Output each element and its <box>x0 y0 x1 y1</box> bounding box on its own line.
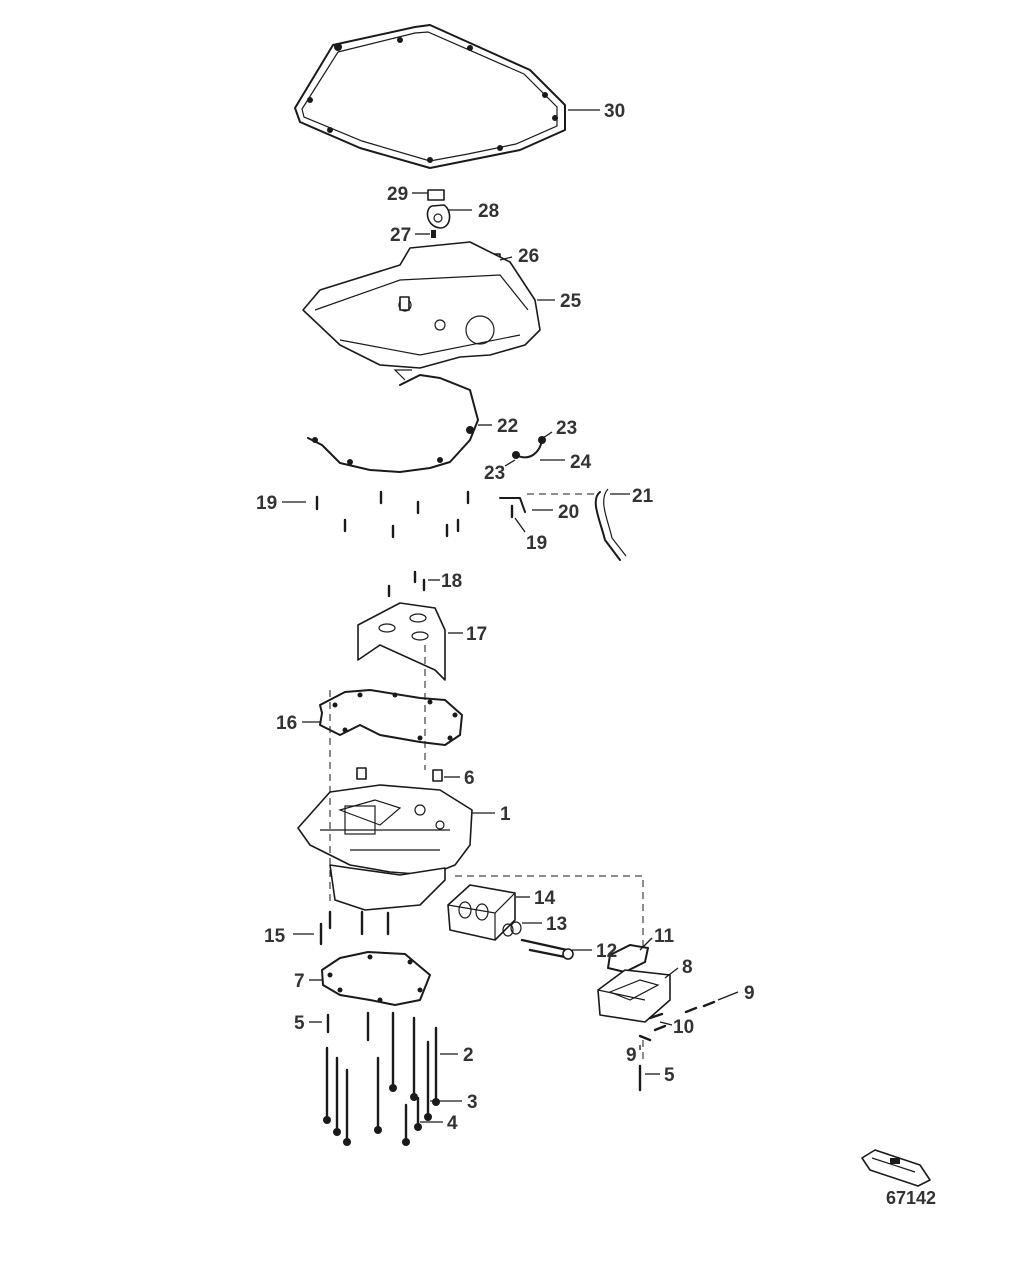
part-22-wiring-harness <box>307 369 479 473</box>
callout-19-left: 19 <box>256 493 277 514</box>
part-29-28-27-bracket <box>426 189 451 238</box>
callout-17: 17 <box>466 624 487 645</box>
part-18-screws <box>387 570 426 598</box>
alignment-lines <box>329 493 644 1062</box>
part-8-cover <box>597 969 671 1023</box>
callout-7: 7 <box>294 971 305 992</box>
part-19-screws <box>315 490 514 539</box>
part-14-block <box>447 884 516 941</box>
part-9-10-screws <box>638 1000 716 1042</box>
part-17-shield <box>357 602 446 681</box>
figure-number: 67142 <box>886 1188 936 1208</box>
callout-28: 28 <box>478 201 499 222</box>
part-15-bolts <box>319 910 390 946</box>
callout-27: 27 <box>390 225 411 246</box>
callout-15: 15 <box>264 926 286 947</box>
callout-labels: 30 29 28 27 26 25 22 23 23 24 21 20 19 1… <box>256 101 936 1208</box>
callout-10: 10 <box>673 1017 694 1038</box>
callout-14: 14 <box>534 888 556 909</box>
callout-8: 8 <box>682 957 693 978</box>
callout-11: 11 <box>654 926 675 947</box>
callout-29: 29 <box>387 184 408 205</box>
callout-16: 16 <box>276 713 297 734</box>
part-16-gasket <box>319 689 463 746</box>
callout-1: 1 <box>500 804 511 825</box>
callout-3: 3 <box>467 1092 478 1113</box>
callout-18: 18 <box>441 571 462 592</box>
callout-9-right: 9 <box>744 983 755 1004</box>
callout-19-right: 19 <box>526 533 547 554</box>
part-6-dowels <box>356 767 443 782</box>
part-2-3-4-5-bolts <box>323 1011 642 1146</box>
callout-13: 13 <box>546 914 567 935</box>
callout-6: 6 <box>464 768 475 789</box>
callout-25: 25 <box>560 291 582 312</box>
part-7-gasket <box>321 951 431 1006</box>
callout-21: 21 <box>632 486 654 507</box>
part-25-electrical-plate <box>302 241 541 369</box>
callout-5-left: 5 <box>294 1013 305 1034</box>
callout-23-top: 23 <box>556 418 577 439</box>
part-21-hose <box>594 488 627 561</box>
callout-20: 20 <box>558 502 579 523</box>
part-1-adapter-plate <box>297 784 473 911</box>
part-30-cover-seal <box>294 24 566 169</box>
callout-26: 26 <box>518 246 539 267</box>
boat-orientation-icon <box>861 1149 931 1187</box>
callout-30: 30 <box>604 101 625 122</box>
callout-12: 12 <box>596 941 617 962</box>
callout-9-left: 9 <box>626 1045 637 1066</box>
callout-5-right: 5 <box>664 1065 675 1086</box>
callout-23-bottom: 23 <box>484 463 505 484</box>
callout-22: 22 <box>497 416 518 437</box>
callout-24: 24 <box>570 452 592 473</box>
part-12-bolts <box>520 938 574 960</box>
callout-4: 4 <box>447 1113 458 1134</box>
part-11-seal <box>607 944 649 973</box>
part-13-washers <box>502 921 522 937</box>
callout-2: 2 <box>463 1045 474 1066</box>
leader-lines <box>282 109 739 1123</box>
part-20-bracket <box>499 497 526 513</box>
part-24-hose <box>512 436 546 459</box>
